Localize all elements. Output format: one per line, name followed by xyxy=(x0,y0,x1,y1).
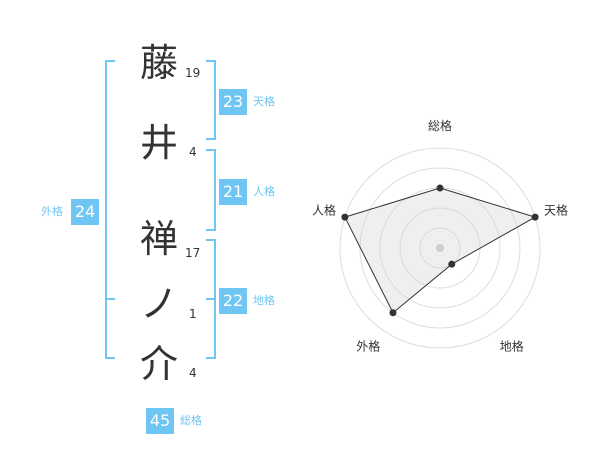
jinkaku-bracket xyxy=(206,149,216,231)
tenkaku-value: 23 xyxy=(219,89,247,115)
stroke-count-1: 19 xyxy=(185,66,201,80)
radar-ring xyxy=(419,227,461,269)
radar-axis-label-3: 地格 xyxy=(500,339,524,354)
jinkaku-value: 21 xyxy=(219,179,247,205)
soukaku-value: 45 xyxy=(146,408,174,434)
name-char-1: 藤 xyxy=(139,41,178,85)
name-char-3: 禅 xyxy=(139,217,178,261)
radar-axis-label-4: 外格 xyxy=(356,339,380,354)
radar-axis-label-5: 人格 xyxy=(312,202,336,217)
jinkaku-label: 人格 xyxy=(253,185,275,198)
name-char-4: ノ xyxy=(139,282,178,326)
chikaku-label: 地格 xyxy=(253,294,275,307)
radar-axis-label-2: 天格 xyxy=(544,202,568,217)
name-char-5: 介 xyxy=(139,342,178,386)
radar-point-5 xyxy=(341,213,349,221)
radar-series-polygon xyxy=(344,187,537,314)
gaikaku-bracket xyxy=(105,60,115,359)
stroke-count-3: 17 xyxy=(185,246,201,260)
chikaku-value: 22 xyxy=(219,288,247,314)
radar-center-dot xyxy=(436,244,444,252)
stroke-count-5: 4 xyxy=(189,366,197,380)
radar-point-4 xyxy=(389,309,397,317)
radar-point-1 xyxy=(436,184,444,192)
radar-point-3 xyxy=(448,260,456,268)
radar-axis-label-1: 総格 xyxy=(428,118,452,133)
tenkaku-bracket xyxy=(206,60,216,140)
tenkaku-label: 天格 xyxy=(253,95,275,108)
name-char-2: 井 xyxy=(139,121,178,165)
stroke-count-2: 4 xyxy=(189,145,197,159)
gaikaku-value: 24 xyxy=(71,199,99,225)
soukaku-label: 総格 xyxy=(180,414,202,427)
stroke-count-4: 1 xyxy=(189,307,197,321)
gaikaku-label: 外格 xyxy=(41,205,63,218)
radar-point-2 xyxy=(531,213,539,221)
